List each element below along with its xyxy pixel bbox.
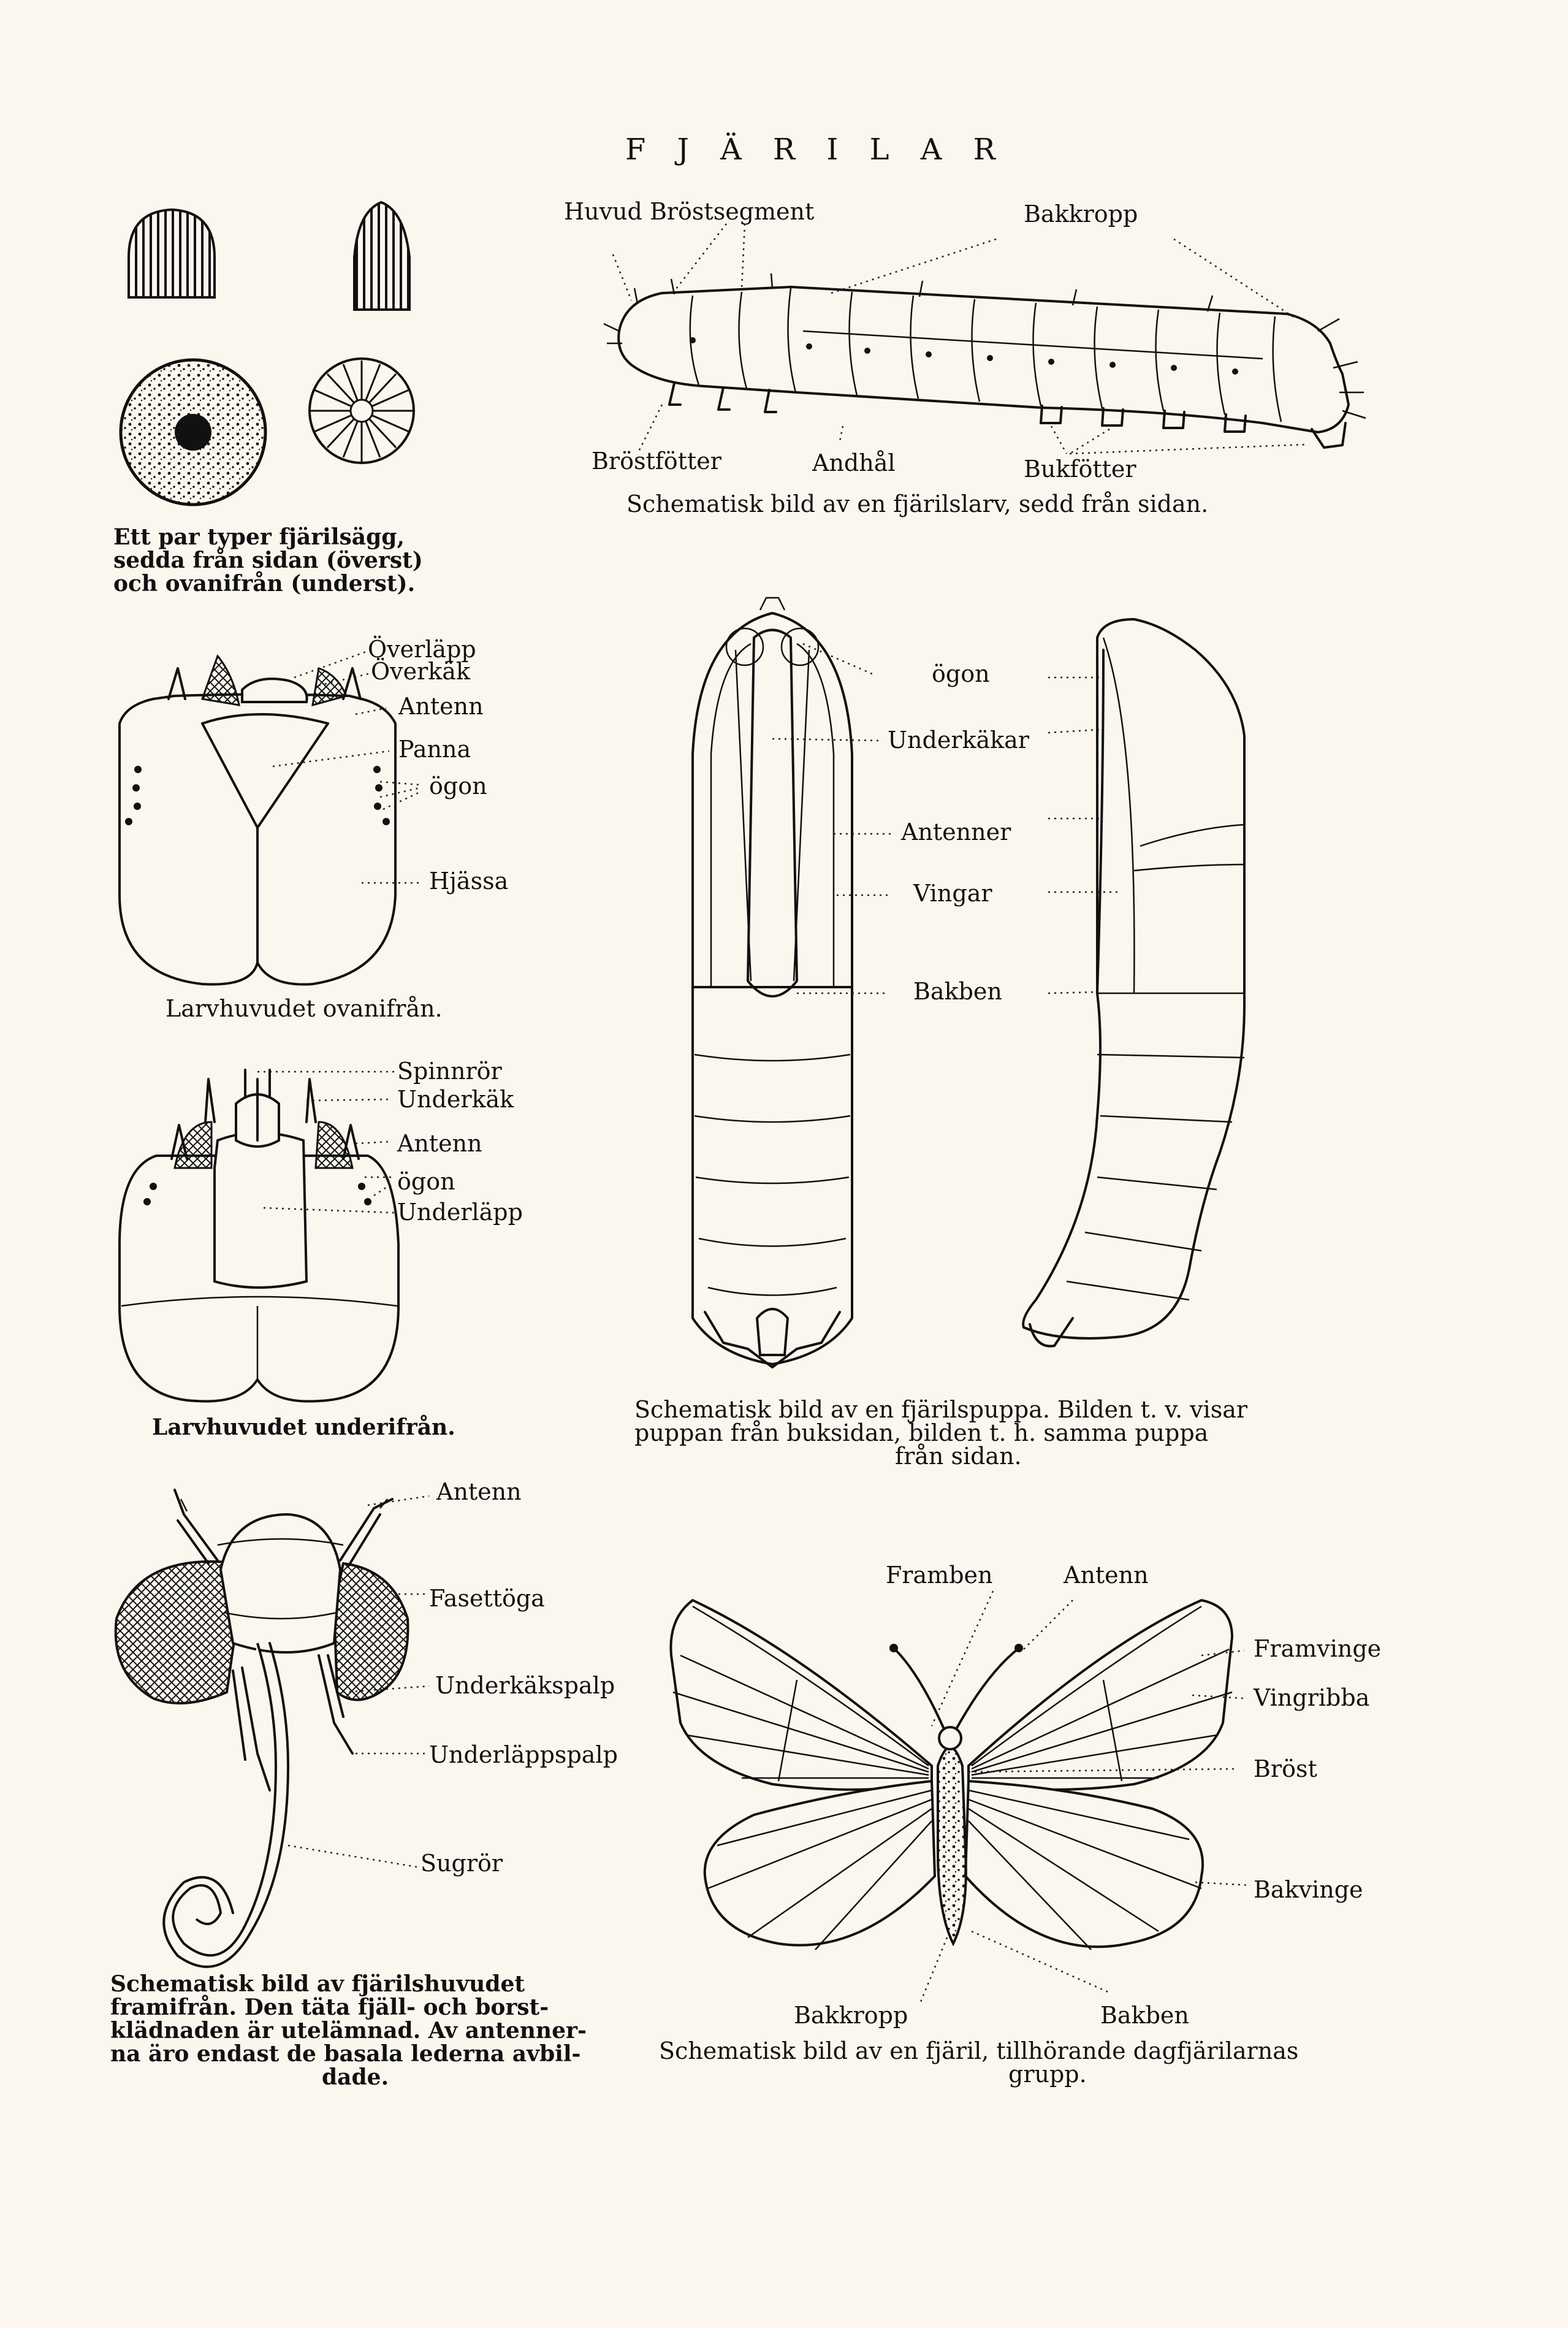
pupa-ventral: [691, 611, 853, 988]
butterfly-label-bakben: Bakben: [1100, 2002, 1189, 2029]
larva-caption: Schematisk bild av en fjärilslarv, sedd …: [626, 490, 1208, 517]
head-top-label-overkak: Överkäk: [371, 658, 471, 685]
head-top-label-overlapp: Överläpp: [368, 636, 476, 663]
butterfly-figure: Framben Antenn Framvinge Vingribba Bröst…: [659, 1562, 1381, 2088]
hindwing-right: [964, 1779, 1205, 1948]
pupa-label-antenner: Antenner: [900, 819, 1011, 845]
pupa-figure: ögon Underkäkar Antenner Vingar Bakben S…: [634, 597, 1248, 1470]
larva-label-huvud-brostsegment: Huvud Bröstsegment: [564, 198, 814, 225]
head-top-caption: Larvhuvudet ovanifrån.: [166, 995, 443, 1022]
head-top-label-hjassa: Hjässa: [429, 868, 508, 895]
adult-head-caption-1: Schematisk bild av fjärilshuvudet: [110, 1971, 525, 1997]
forewing-right: [967, 1598, 1234, 1791]
head-under-label-underlapp: Underläpp: [397, 1199, 523, 1226]
larva-figure: Huvud Bröstsegment Bakkropp Bröstfötter …: [564, 198, 1366, 517]
head-under-label-antenn: Antenn: [397, 1130, 482, 1157]
page-title: F J Ä R I L A R: [625, 132, 1007, 167]
eggs-caption-3: och ovanifrån (underst).: [113, 571, 415, 597]
pupa-caption-1: Schematisk bild av en fjärilspuppa. Bild…: [634, 1396, 1248, 1423]
butterfly-label-framvinge: Framvinge: [1254, 1635, 1381, 1662]
pupa-label-ogon: ögon: [932, 660, 990, 687]
adult-head-label-underkakspalp: Underkäkspalp: [435, 1672, 615, 1699]
head-top-label-ogon: ögon: [429, 773, 487, 800]
adult-head-caption-2: framifrån. Den täta fjäll- och borst-: [110, 1994, 549, 2020]
butterfly-caption-2: grupp.: [1008, 2061, 1087, 2088]
pupa-label-vingar: Vingar: [913, 880, 992, 907]
pupa-label-bakben: Bakben: [913, 978, 1002, 1005]
adult-head-figure: Antenn Fasettöga Underkäkspalp Underläpp…: [110, 1478, 618, 2090]
larva-body: [617, 286, 1350, 433]
adult-head-label-fasettoga: Fasettöga: [429, 1585, 545, 1612]
compound-eye-left: [114, 1560, 240, 1704]
adult-head-caption-4: na äro endast de basala lederna avbil-: [110, 2041, 580, 2067]
head-under-caption: Larvhuvudet underifrån.: [152, 1414, 455, 1440]
butterfly-caption-1: Schematisk bild av en fjäril, tillhörand…: [659, 2037, 1298, 2064]
hindwing-left: [703, 1779, 937, 1947]
butterfly-label-antenn: Antenn: [1063, 1562, 1149, 1589]
proboscis: [172, 1643, 278, 1957]
head-under-label-ogon: ögon: [397, 1168, 455, 1195]
adult-head-caption-3: klädnaden är utelämnad. Av antenner-: [110, 2018, 587, 2044]
larva-label-andhal: Andhål: [812, 449, 896, 476]
butterfly-body: [937, 1746, 967, 1947]
pupa-caption-3: från sidan.: [895, 1443, 1022, 1470]
eggs-caption-2: sedda från sidan (överst): [113, 548, 423, 573]
larva-label-bakkropp: Bakkropp: [1024, 200, 1138, 227]
head-under-label-spinnror: Spinnrör: [397, 1058, 503, 1085]
butterfly-label-bakvinge: Bakvinge: [1254, 1876, 1363, 1903]
larva-label-bukfotter: Bukfötter: [1024, 456, 1136, 483]
head-top-label-antenn: Antenn: [398, 693, 484, 720]
pupa-label-underkakar: Underkäkar: [888, 727, 1030, 754]
eggs-figure: Ett par typer fjärilsägg, sedda från sid…: [113, 200, 423, 597]
butterfly-label-bakkropp: Bakkropp: [794, 2002, 908, 2029]
adult-head-caption-5: dade.: [322, 2064, 389, 2090]
larva-head-top-figure: Överläpp Överkäk Antenn Panna ögon Hjäss…: [118, 636, 508, 1022]
adult-head-label-antenn: Antenn: [436, 1478, 522, 1505]
larva-label-brostfotter: Bröstfötter: [592, 448, 722, 475]
eggs-caption-1: Ett par typer fjärilsägg,: [113, 524, 405, 550]
butterfly-label-vingribba: Vingribba: [1253, 1684, 1369, 1711]
egg-top-rosette: [308, 357, 415, 464]
adult-head-label-underlappspalp: Underläppspalp: [429, 1741, 618, 1768]
pupa-caption-2: puppan från buksidan, bilden t. h. samma…: [634, 1419, 1208, 1446]
adult-head-label-sugror: Sugrör: [421, 1850, 503, 1877]
head-under-label-underkak: Underkäk: [397, 1086, 514, 1113]
larva-head-under-figure: Spinnrör Underkäk Antenn ögon Underläpp …: [118, 1058, 523, 1440]
compound-eye-right: [332, 1562, 409, 1701]
butterfly-label-brost: Bröst: [1254, 1755, 1317, 1782]
forewing-left: [669, 1598, 933, 1791]
egg-side-tall: [353, 200, 411, 311]
head-top-label-panna: Panna: [398, 736, 471, 763]
egg-side-round: [127, 208, 216, 299]
butterfly-label-framben: Framben: [886, 1562, 993, 1589]
